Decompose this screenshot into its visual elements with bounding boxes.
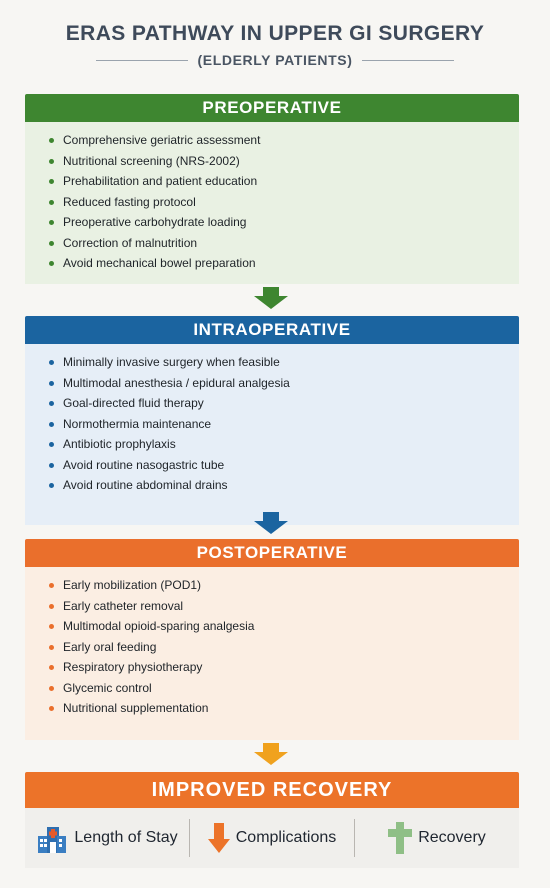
outcome-header: IMPROVED RECOVERY [25, 772, 519, 808]
list-item: Multimodal opioid-sparing analgesia [49, 616, 519, 637]
list-item: Avoid mechanical bowel preparation [49, 253, 519, 274]
metric-label: Length of Stay [74, 829, 178, 846]
list-item: Preoperative carbohydrate loading [49, 212, 519, 233]
metric-recovery: Recovery [355, 822, 519, 854]
subtitle-row: (ELDERLY PATIENTS) [0, 52, 550, 68]
metric-label: Complications [235, 829, 337, 846]
postoperative-header: POSTOPERATIVE [25, 539, 519, 567]
preoperative-panel: PREOPERATIVE Comprehensive geriatric ass… [25, 94, 519, 284]
list-item: Avoid routine abdominal drains [49, 475, 519, 496]
metric-length-of-stay: Length of Stay [25, 822, 189, 854]
down-arrow-icon [254, 287, 288, 309]
list-item: Glycemic control [49, 678, 519, 699]
outcome-panel: IMPROVED RECOVERY Length of Stay [25, 772, 519, 868]
list-item: Normothermia maintenance [49, 414, 519, 435]
postoperative-body: Early mobilization (POD1) Early catheter… [25, 567, 519, 740]
postoperative-panel: POSTOPERATIVE Early mobilization (POD1) … [25, 539, 519, 740]
list-item: Correction of malnutrition [49, 233, 519, 254]
metric-label: Recovery [418, 829, 486, 846]
list-item: Nutritional supplementation [49, 698, 519, 719]
list-item: Early mobilization (POD1) [49, 575, 519, 596]
page-subtitle: (ELDERLY PATIENTS) [197, 52, 353, 68]
list-item: Nutritional screening (NRS-2002) [49, 151, 519, 172]
list-item: Antibiotic prophylaxis [49, 434, 519, 455]
down-arrow-icon [254, 743, 288, 765]
down-arrow-icon [207, 823, 230, 853]
preoperative-list: Comprehensive geriatric assessment Nutri… [49, 130, 519, 274]
list-item: Minimally invasive surgery when feasible [49, 352, 519, 373]
list-item: Comprehensive geriatric assessment [49, 130, 519, 151]
page-title: ERAS PATHWAY IN UPPER GI SURGERY [65, 22, 485, 45]
subtitle-rule-left [95, 59, 188, 61]
list-item: Respiratory physiotherapy [49, 657, 519, 678]
outcome-metrics: Length of Stay Complications Recovery [25, 808, 519, 868]
down-arrow-icon [254, 512, 288, 534]
hospital-building-icon [38, 827, 67, 853]
subtitle-rule-right [362, 59, 455, 61]
preoperative-body: Comprehensive geriatric assessment Nutri… [25, 122, 519, 284]
intraoperative-panel: INTRAOPERATIVE Minimally invasive surger… [25, 316, 519, 525]
divider [354, 819, 355, 857]
intraoperative-list: Minimally invasive surgery when feasible… [49, 352, 519, 496]
list-item: Prehabilitation and patient education [49, 171, 519, 192]
list-item: Early oral feeding [49, 637, 519, 658]
medical-cross-icon [388, 822, 413, 854]
intraoperative-header: INTRAOPERATIVE [25, 316, 519, 344]
list-item: Avoid routine nasogastric tube [49, 455, 519, 476]
list-item: Multimodal anesthesia / epidural analges… [49, 373, 519, 394]
list-item: Goal-directed fluid therapy [49, 393, 519, 414]
metric-complications: Complications [190, 823, 354, 853]
divider [189, 819, 190, 857]
list-item: Early catheter removal [49, 596, 519, 617]
list-item: Reduced fasting protocol [49, 192, 519, 213]
postoperative-list: Early mobilization (POD1) Early catheter… [49, 575, 519, 719]
preoperative-header: PREOPERATIVE [25, 94, 519, 122]
intraoperative-body: Minimally invasive surgery when feasible… [25, 344, 519, 525]
